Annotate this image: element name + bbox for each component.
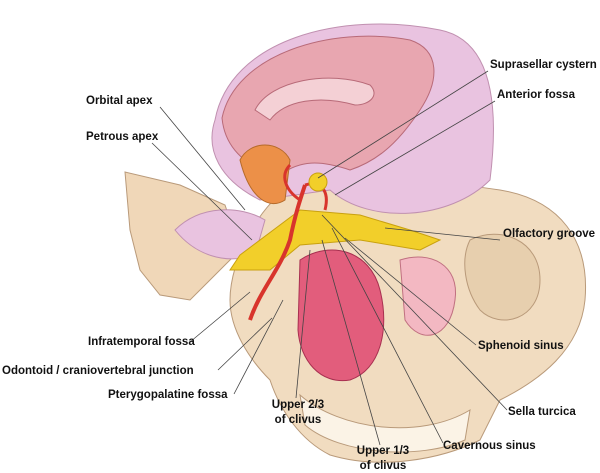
- carotid-artery: [248, 184, 307, 321]
- label-upper-two-thirds-clivus: Upper 2/3 of clivus: [268, 398, 328, 428]
- label-upper-one-third-clivus: Upper 1/3 of clivus: [353, 444, 413, 473]
- label-sella-turcica: Sella turcica: [508, 406, 576, 418]
- leader-lines: [151, 70, 508, 446]
- label-odontoid-junction: Odontoid / craniovertebral junction: [2, 365, 194, 377]
- label-olfactory-groove: Olfactory groove: [503, 228, 596, 240]
- dura-flap: [174, 209, 266, 260]
- maxillary-sinus: [399, 256, 457, 336]
- label-line-2: of clivus: [274, 414, 322, 426]
- label-anterior-fossa: Anterior fossa: [497, 89, 575, 101]
- label-orbital-apex: Orbital apex: [86, 95, 153, 107]
- label-suprasellar-cistern: Suprasellar cystern: [490, 59, 597, 71]
- label-pterygopalatine-fossa: Pterygopalatine fossa: [108, 389, 228, 401]
- label-line-2: of clivus: [359, 460, 407, 472]
- teeth: [299, 393, 471, 453]
- corpus-callosum: [254, 77, 375, 121]
- pituitary: [308, 172, 328, 192]
- brainstem: [239, 144, 291, 205]
- label-petrous-apex: Petrous apex: [86, 131, 159, 143]
- sinus-mucosa: [297, 249, 385, 382]
- orbit: [464, 233, 541, 321]
- label-infratemporal-fossa: Infratemporal fossa: [88, 336, 195, 348]
- label-line-1: Upper 1/3: [356, 445, 410, 457]
- label-sphenoid-sinus: Sphenoid sinus: [478, 340, 564, 352]
- label-line-1: Upper 2/3: [271, 399, 325, 411]
- label-cavernous-sinus: Cavernous sinus: [443, 440, 536, 452]
